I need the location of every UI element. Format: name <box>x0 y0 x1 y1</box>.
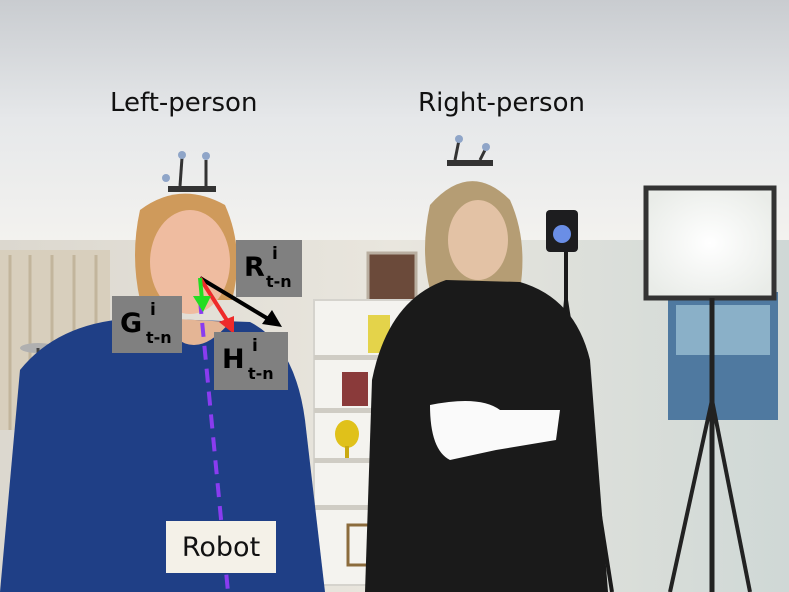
h-vector-label: H i t-n <box>214 332 288 390</box>
right-person-label: Right-person <box>418 88 585 118</box>
r-vector-label: R i t-n <box>236 240 302 297</box>
h-vector-arrow <box>198 276 230 324</box>
left-person-label: Left-person <box>110 88 258 118</box>
robot-direction-line <box>198 299 230 592</box>
r-vector-arrow <box>198 276 272 322</box>
g-vector-label: G i t-n <box>112 296 182 353</box>
robot-label: Robot <box>166 521 276 573</box>
